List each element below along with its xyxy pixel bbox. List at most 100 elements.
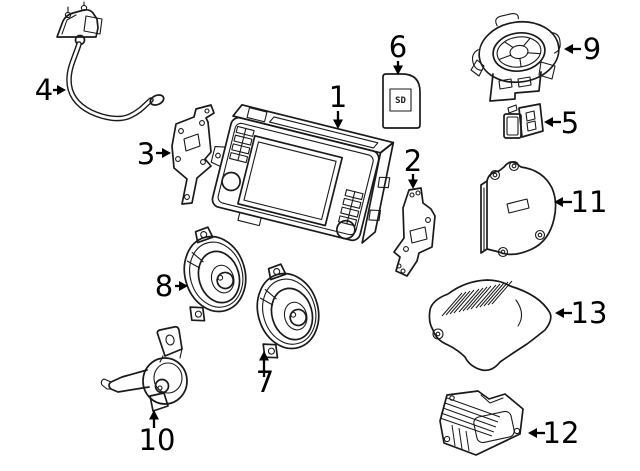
radio-knob-left[interactable] — [220, 171, 242, 193]
callout-3[interactable]: 3 — [137, 137, 171, 171]
radio-side-tab-lower — [368, 209, 382, 221]
callout-5[interactable]: 5 — [544, 106, 579, 140]
callout-13[interactable]: 13 — [555, 296, 607, 330]
callout-1[interactable]: 1 — [329, 80, 347, 129]
tweeter-bracket-slot-1 — [498, 78, 513, 90]
radio-screen — [243, 141, 337, 221]
part-mounting-bracket-left[interactable] — [171, 104, 215, 205]
arrow-left-icon — [544, 117, 553, 127]
callout-6-number[interactable]: 6 — [389, 30, 407, 64]
tweeter-side-tab — [538, 61, 556, 80]
arrow-right-icon — [57, 85, 66, 95]
antenna-cable — [66, 41, 154, 122]
part-mounting-bracket-right[interactable] — [393, 187, 436, 277]
housing-body — [486, 161, 557, 256]
part-connector-module[interactable] — [503, 103, 544, 139]
part-radio-head-unit[interactable] — [199, 101, 399, 254]
radio-right-buttons[interactable] — [338, 189, 364, 227]
arrow-down-icon — [333, 119, 343, 129]
tweeter-bracket — [489, 71, 542, 102]
antenna-base — [56, 8, 99, 38]
part-speaker-housing[interactable] — [480, 160, 557, 258]
arrow-right-icon — [179, 281, 188, 291]
horn-tab-hole — [165, 334, 175, 346]
sd-logo-text: SD — [395, 96, 406, 106]
part-amplifier[interactable] — [439, 390, 524, 456]
callout-7[interactable]: 7 — [256, 351, 274, 399]
arrow-left-icon — [555, 308, 564, 318]
bracket-right-outline — [393, 187, 436, 277]
callout-2-number[interactable]: 2 — [404, 144, 422, 178]
callout-10[interactable]: 10 — [139, 410, 176, 457]
part-door-speaker-lower[interactable] — [240, 256, 330, 362]
cover-clip-hole — [435, 331, 441, 337]
callout-5-number[interactable]: 5 — [561, 106, 579, 140]
arrow-down-icon — [408, 179, 418, 189]
tweeter-grille — [471, 12, 561, 84]
radio-left-buttons[interactable] — [229, 125, 255, 164]
radio-left-ear-hole — [215, 152, 221, 159]
callout-8-number[interactable]: 8 — [155, 269, 173, 303]
part-tweeter-speaker[interactable] — [467, 8, 565, 102]
bracket-right-cutout — [409, 226, 428, 244]
callout-11[interactable]: 11 — [554, 185, 607, 219]
cable-end-connector — [149, 94, 165, 106]
callout-7-number[interactable]: 7 — [256, 365, 274, 399]
antenna-bolts — [64, 1, 88, 19]
bracket-right-holes — [396, 190, 431, 274]
callout-4[interactable]: 4 — [35, 73, 66, 107]
radio-front-inner — [217, 122, 374, 236]
sd-logo-box — [389, 88, 412, 112]
callout-12-number[interactable]: 12 — [543, 416, 580, 450]
antenna-connector-box — [83, 15, 103, 35]
part-horn[interactable] — [100, 325, 188, 412]
callout-4-number[interactable]: 4 — [35, 73, 53, 107]
connector-front-inner — [506, 116, 519, 136]
callout-3-number[interactable]: 3 — [137, 137, 155, 171]
callout-2[interactable]: 2 — [404, 144, 422, 189]
horn-mount-tab — [156, 325, 183, 357]
callout-9-number[interactable]: 9 — [583, 32, 601, 66]
horn-arm-fork — [100, 378, 112, 390]
connector-hole-2 — [526, 120, 537, 132]
callout-1-number[interactable]: 1 — [329, 80, 347, 114]
callout-12[interactable]: 12 — [528, 416, 579, 450]
part-sd-memory-card[interactable]: SD — [382, 73, 421, 129]
callout-6[interactable]: 6 — [389, 30, 407, 75]
cover-outline — [428, 279, 552, 372]
callout-13-number[interactable]: 13 — [571, 296, 608, 330]
horn-body-ring — [153, 362, 183, 394]
housing-left-plate — [480, 180, 488, 254]
radio-left-ear — [210, 146, 226, 168]
callout-9[interactable]: 9 — [564, 32, 601, 66]
arrow-left-icon — [564, 44, 573, 54]
callout-8[interactable]: 8 — [155, 269, 188, 303]
part-door-speaker-upper[interactable] — [167, 219, 257, 325]
callout-10-number[interactable]: 10 — [139, 423, 176, 457]
part-insulator-cover[interactable] — [428, 279, 552, 372]
amp-front-panel — [473, 410, 515, 444]
amp-top-fins — [439, 397, 501, 437]
callout-11-number[interactable]: 11 — [571, 185, 608, 219]
sd-card-outline — [382, 73, 421, 129]
radio-top-slot — [269, 116, 379, 149]
arrow-up-icon — [149, 410, 159, 420]
radio-knob-right[interactable] — [335, 219, 357, 241]
arrow-up-icon — [259, 351, 269, 361]
part-antenna-with-cable[interactable] — [56, 1, 165, 122]
connector-hole-1 — [525, 110, 536, 122]
antenna-base-detail — [61, 14, 77, 35]
radio-bottom-tab — [237, 211, 262, 227]
amp-front-fins — [451, 424, 470, 452]
arrow-right-icon — [162, 148, 171, 158]
amp-outline — [439, 390, 524, 456]
radio-side-tab-upper — [377, 176, 391, 189]
cover-clip — [432, 328, 444, 340]
housing-mount-ears — [489, 160, 546, 258]
connector-top-tab — [507, 104, 518, 114]
bracket-left-cutout — [183, 133, 201, 152]
bracket-left-holes — [175, 108, 210, 200]
tweeter-bracket-slot-2 — [517, 76, 532, 88]
